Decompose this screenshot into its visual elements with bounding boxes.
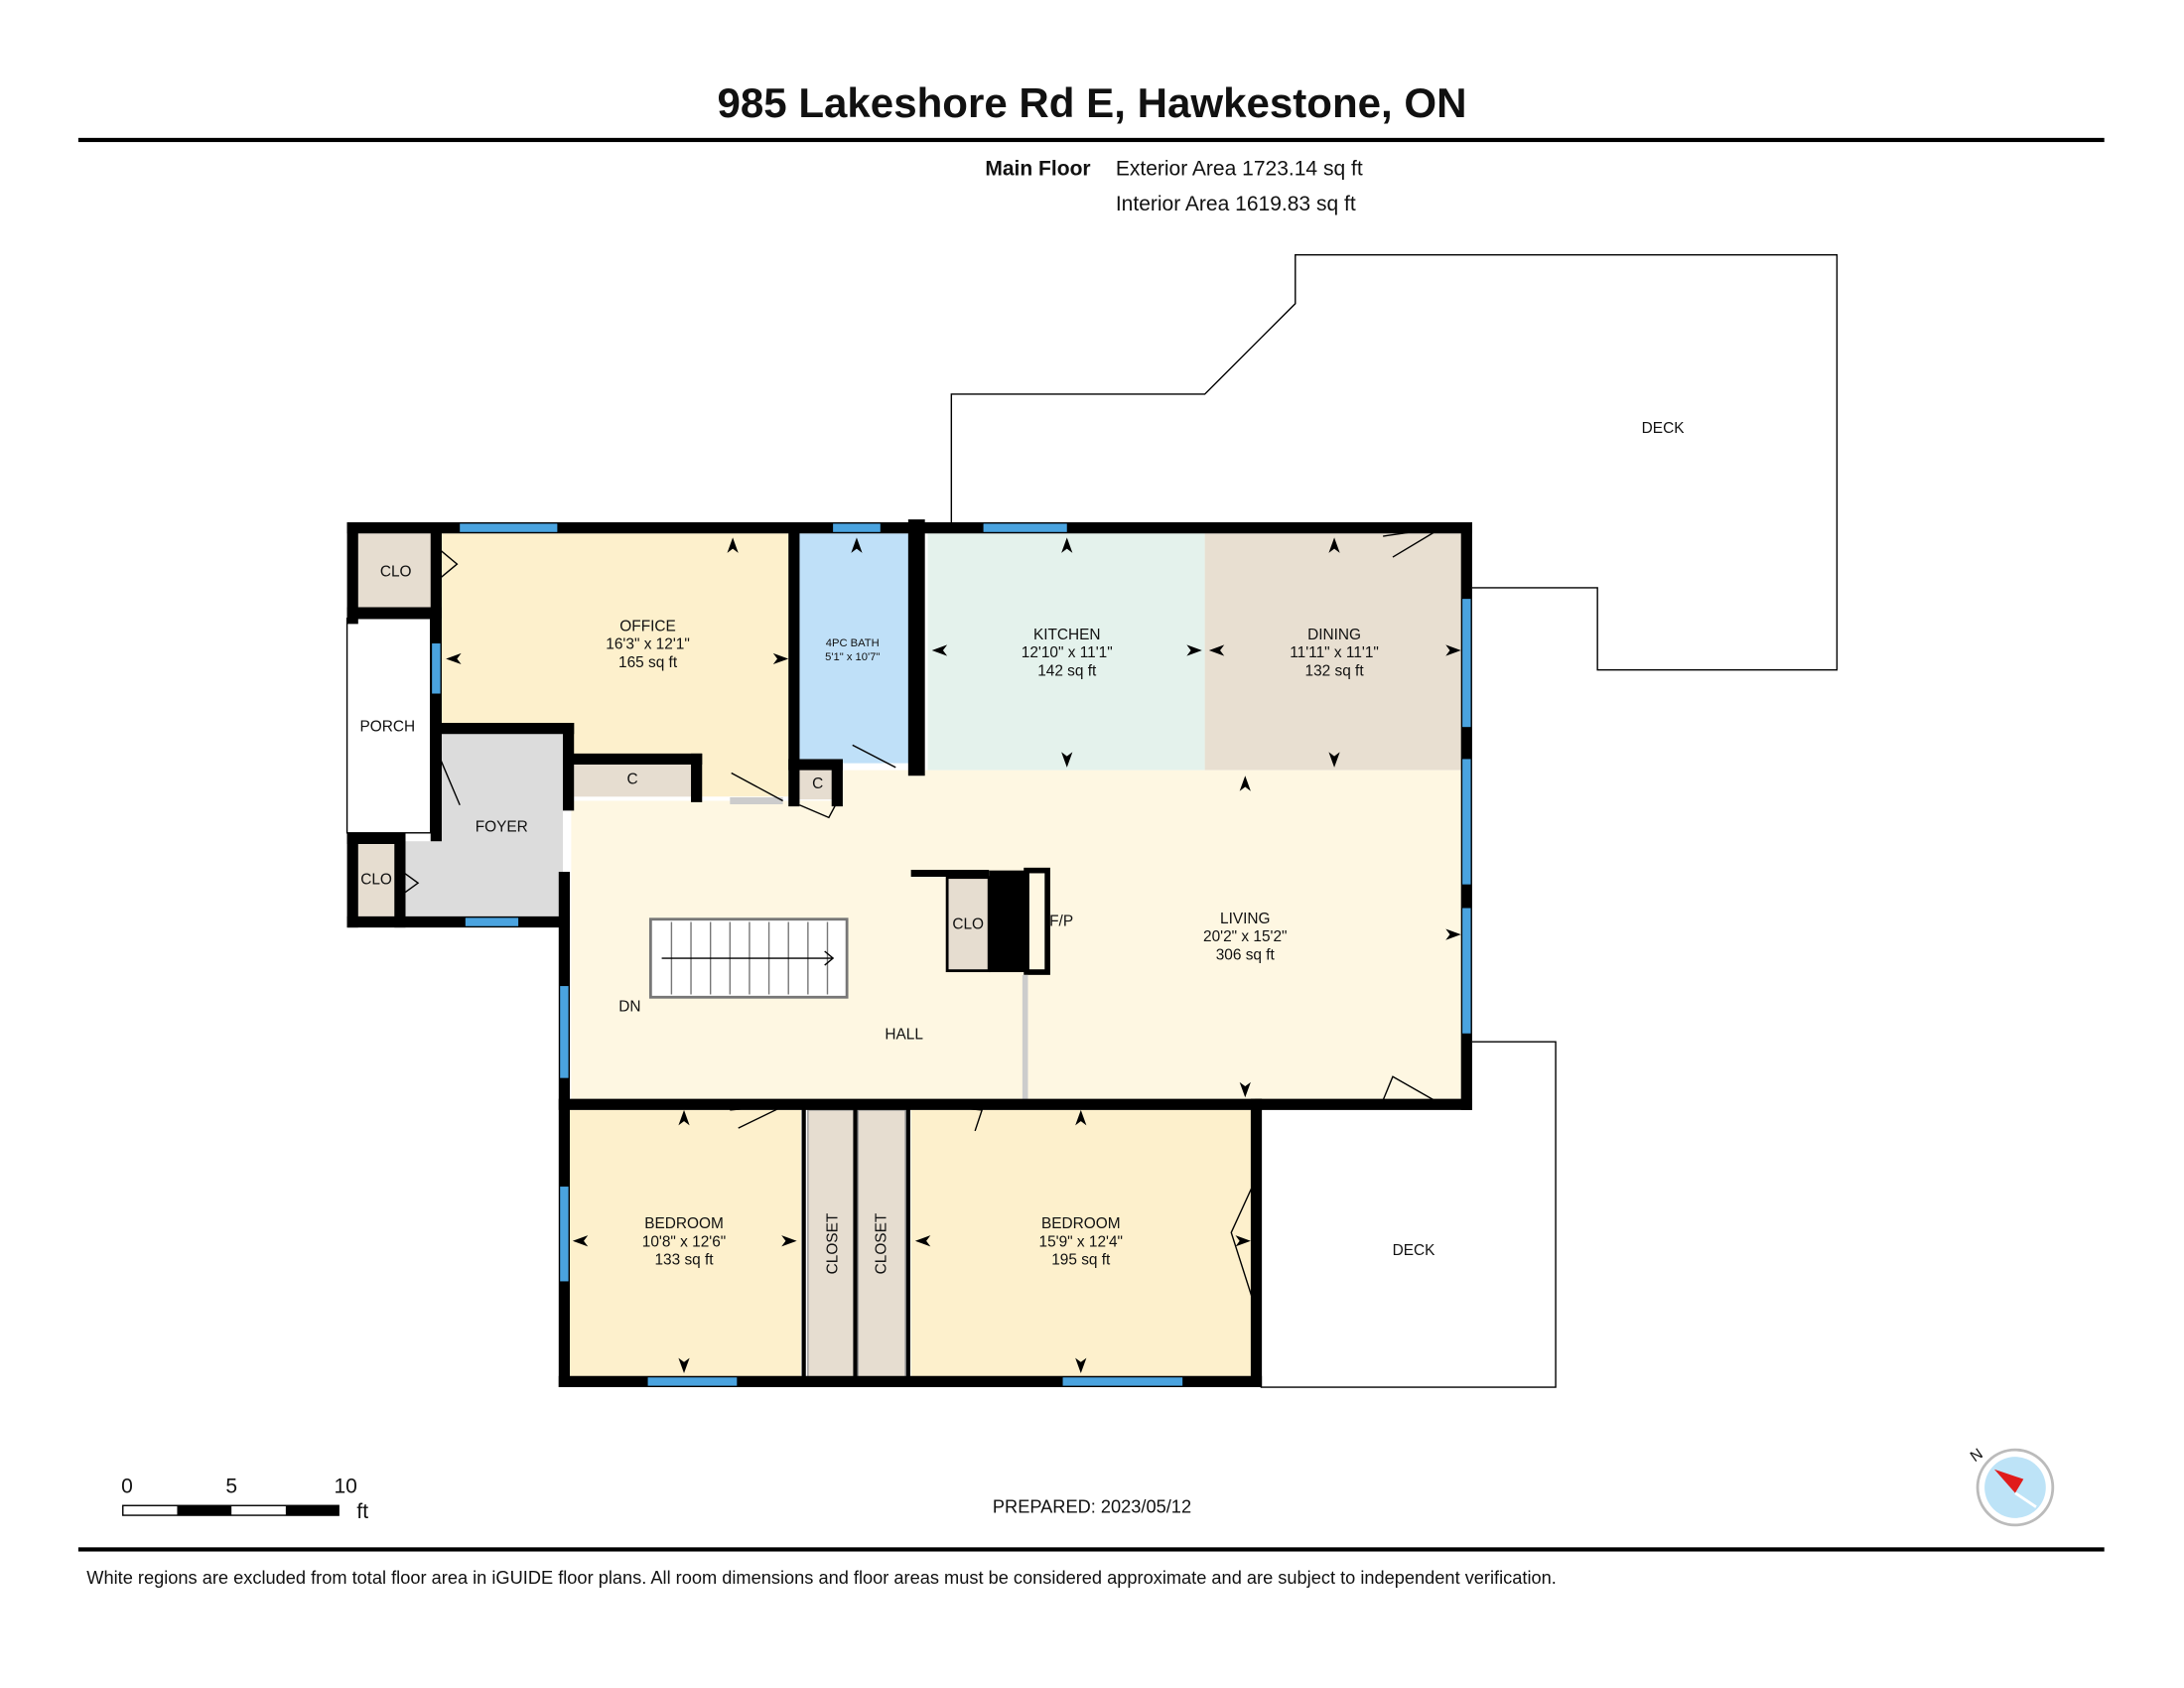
fireplace-label: F/P	[1049, 914, 1073, 930]
bath-fill	[798, 533, 910, 764]
closet-bottom-label: CLO	[360, 872, 392, 889]
mid-closet-label: CLO	[952, 916, 984, 933]
stairs-down-label: DN	[618, 998, 640, 1015]
office-area: 165 sq ft	[618, 654, 678, 671]
bedroom2-name: BEDROOM	[1041, 1215, 1121, 1232]
closet-top-fill	[357, 533, 437, 611]
office-name: OFFICE	[619, 618, 676, 634]
bedroom1-dims: 10'8" x 12'6"	[642, 1233, 726, 1250]
foyer-label: FOYER	[476, 818, 528, 835]
scale-tick-5: 5	[225, 1476, 237, 1498]
dining-fill	[1204, 533, 1463, 771]
deck-top-label: DECK	[1642, 420, 1686, 437]
scale-tick-10: 10	[334, 1476, 356, 1498]
living-name: LIVING	[1220, 911, 1271, 927]
kitchen-fill	[927, 533, 1205, 771]
closet2-label: CLOSET	[873, 1212, 889, 1274]
bedroom2-dims: 15'9" x 12'4"	[1039, 1233, 1124, 1250]
kitchen-name: KITCHEN	[1033, 627, 1101, 643]
office-dims: 16'3" x 12'1"	[606, 636, 690, 653]
deck-top-outline	[950, 253, 1839, 671]
deck-bottom-label: DECK	[1393, 1242, 1436, 1259]
c-closet-fill	[574, 763, 692, 797]
dimension-arrows	[446, 537, 1461, 1374]
dining-dims: 11'11" x 11'1"	[1290, 644, 1379, 661]
bedroom1-fill	[568, 1109, 801, 1379]
bedroom2-fill	[910, 1109, 1254, 1379]
closet-top-label: CLO	[380, 564, 412, 581]
living-dims: 20'2" x 15'2"	[1203, 928, 1288, 945]
scale-tick-0: 0	[121, 1476, 133, 1498]
c-small-label: C	[812, 775, 823, 792]
c-closet-label: C	[627, 772, 638, 788]
mid-closet-fill	[945, 876, 991, 973]
prepared-date: PREPARED: 2023/05/12	[993, 1495, 1191, 1516]
kitchen-area: 142 sq ft	[1037, 662, 1097, 679]
windows	[432, 523, 1471, 1386]
doors	[402, 526, 1442, 1303]
floor-name: Main Floor	[985, 158, 1090, 181]
compass-icon: N	[1968, 1446, 2055, 1527]
closet-bottom-fill	[357, 844, 398, 916]
dining-name: DINING	[1307, 627, 1361, 643]
bath-dims: 5'1" x 10'7"	[825, 651, 880, 663]
living-area: 306 sq ft	[1216, 946, 1276, 963]
footer-rule	[77, 1547, 2105, 1552]
compass-north-label: N	[1968, 1446, 1986, 1466]
porch-label: PORCH	[359, 718, 415, 735]
closet1-label: CLOSET	[824, 1212, 841, 1274]
header-rule	[77, 137, 2105, 143]
interior-area: Interior Area 1619.83 sq ft	[1116, 193, 1356, 215]
bedroom1-area: 133 sq ft	[654, 1252, 714, 1269]
bedroom1-name: BEDROOM	[644, 1215, 724, 1232]
disclaimer: White regions are excluded from total fl…	[86, 1567, 1557, 1588]
bedroom2-area: 195 sq ft	[1051, 1252, 1111, 1269]
foyer-fill	[404, 734, 563, 916]
bath-name: 4PC BATH	[826, 637, 880, 649]
c-small-fill	[799, 767, 838, 800]
hall-label: HALL	[885, 1026, 923, 1043]
deck-bottom-outline	[1260, 1041, 1557, 1388]
dining-area: 132 sq ft	[1305, 662, 1365, 679]
exterior-area: Exterior Area 1723.14 sq ft	[1116, 158, 1363, 181]
scale-bar: 0 5 10 ft	[121, 1476, 368, 1523]
fireplace	[989, 870, 1027, 973]
office-fill	[440, 533, 789, 797]
page-title: 985 Lakeshore Rd E, Hawkestone, ON	[717, 79, 1466, 126]
scale-unit: ft	[356, 1500, 368, 1523]
staircase	[648, 917, 849, 999]
closet2-fill	[857, 1109, 906, 1380]
fireplace-hearth	[1024, 867, 1050, 975]
kitchen-dims: 12'10" x 11'1"	[1022, 644, 1113, 661]
